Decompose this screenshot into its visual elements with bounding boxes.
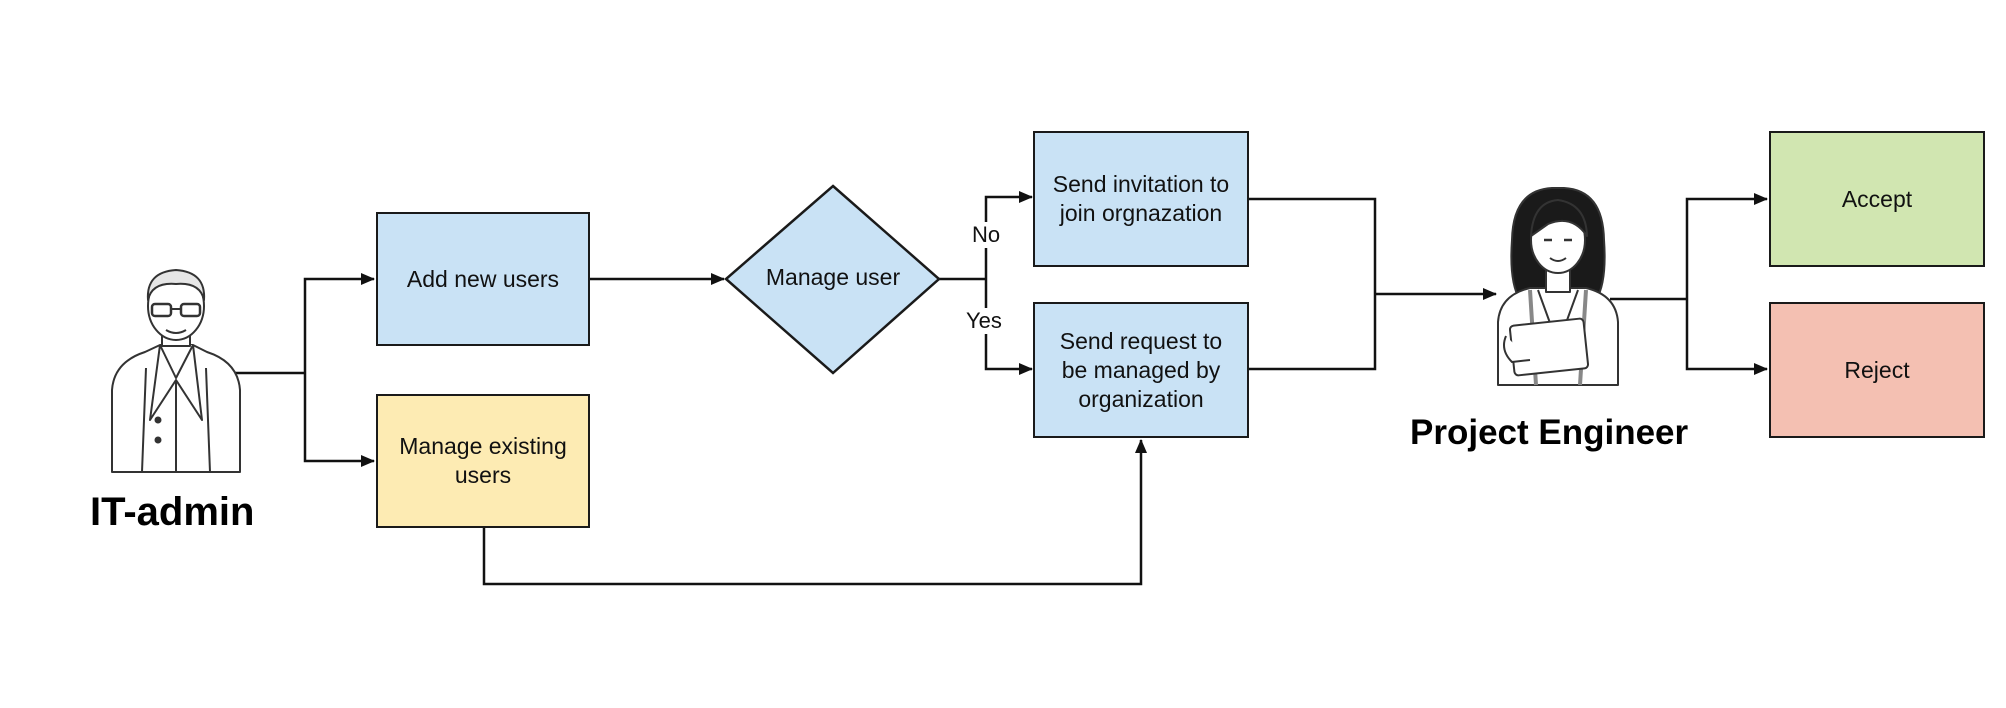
send-request-node[interactable]: Send request to be managed by organizati… (1033, 302, 1249, 438)
edge-to-manage-existing (303, 373, 375, 467)
reject-node[interactable]: Reject (1769, 302, 1985, 438)
accept-node[interactable]: Accept (1769, 131, 1985, 267)
project-engineer-label: Project Engineer (1410, 413, 1689, 452)
manage-user-label: Manage user (765, 264, 901, 290)
edge-to-add-users (303, 273, 375, 373)
decision-diamond (724, 184, 941, 375)
edge-to-accept (1685, 193, 1768, 299)
edge-to-reject (1685, 299, 1768, 375)
send-invitation-node[interactable]: Send invitation to join orgnazation (1033, 131, 1249, 267)
man-with-glasses-icon (111, 269, 241, 473)
add-new-users-node[interactable]: Add new users (376, 212, 590, 346)
edge-no (984, 191, 1033, 279)
woman-with-tablet-icon (1497, 187, 1619, 386)
edge-existing-to-request (482, 439, 1147, 586)
no-edge-label: No (970, 222, 1003, 248)
manage-existing-users-node[interactable]: Manage existing users (376, 394, 590, 528)
yes-edge-label: Yes (964, 308, 1004, 334)
it-admin-label: IT-admin (90, 490, 255, 534)
edge-invitation-merge (1249, 197, 1377, 371)
